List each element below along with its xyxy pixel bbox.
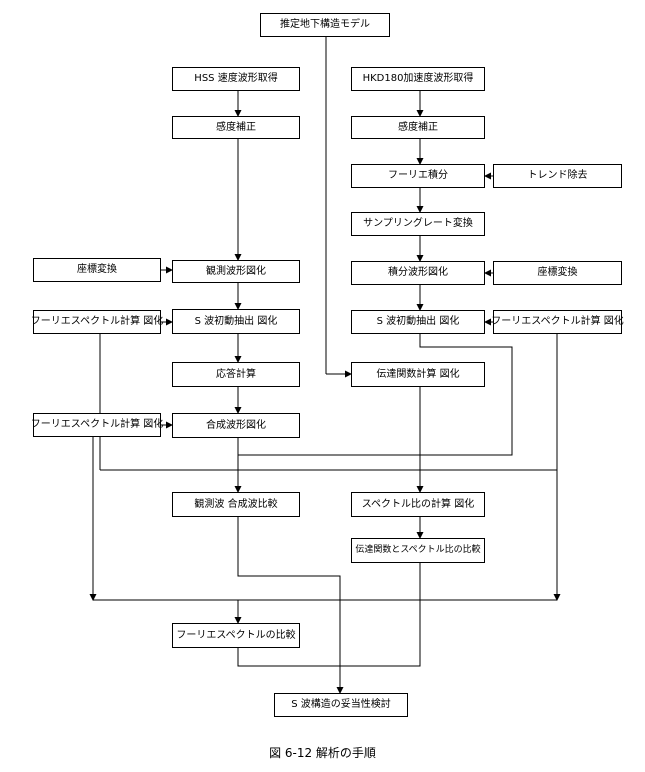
box-hss-fourier2: フーリエスペクトル計算 図化 [31, 413, 163, 437]
figure-caption: 図 6-12 解析の手順 [269, 746, 376, 760]
box-hkd-coord: 座標変換 [493, 261, 622, 285]
box-hkd-swave: S 波初動抽出 図化 [351, 310, 485, 334]
box-hss-coord: 座標変換 [33, 258, 161, 282]
edge-tcompare-final [340, 563, 421, 667]
box-hss-swave: S 波初動抽出 図化 [172, 309, 300, 334]
box-fourier-compare: フーリエスペクトルの比較 [172, 623, 300, 648]
box-hkd-trend: トレンド除去 [493, 164, 622, 188]
edge-hkdswave-bus [238, 334, 513, 456]
box-hss-obs: 観測波形図化 [172, 260, 300, 283]
box-hkd-sens: 感度補正 [351, 116, 485, 139]
box-transfer: 伝達関数計算 図化 [351, 362, 485, 387]
box-hkd-wave: HKD180加速度波形取得 [351, 67, 485, 91]
box-hss-sens: 感度補正 [172, 116, 300, 139]
box-hss-fourier1: フーリエスペクトル計算 図化 [31, 310, 163, 334]
box-hss-wave: HSS 速度波形取得 [172, 67, 300, 91]
box-model: 推定地下構造モデル [260, 13, 390, 37]
box-hkd-resample: サンプリングレート変換 [351, 212, 485, 236]
edge-fcompare-final [237, 648, 340, 667]
box-hkd-fourier: フーリエスペクトル計算 図化 [491, 310, 624, 334]
box-hkd-integ: 積分波形図化 [351, 261, 485, 285]
box-hss-synth: 合成波形図化 [172, 413, 300, 438]
box-hkd-fourier-int: フーリエ積分 [351, 164, 485, 188]
edge-compare-final [237, 517, 344, 694]
box-spectral-ratio: スペクトル比の計算 図化 [351, 492, 485, 517]
box-transfer-compare: 伝達関数とスペクトル比の比較 [351, 538, 485, 563]
box-compare-obs: 観測波 合成波比較 [172, 492, 300, 517]
box-hss-resp: 応答計算 [172, 362, 300, 387]
box-final: S 波構造の妥当性検討 [274, 693, 408, 717]
